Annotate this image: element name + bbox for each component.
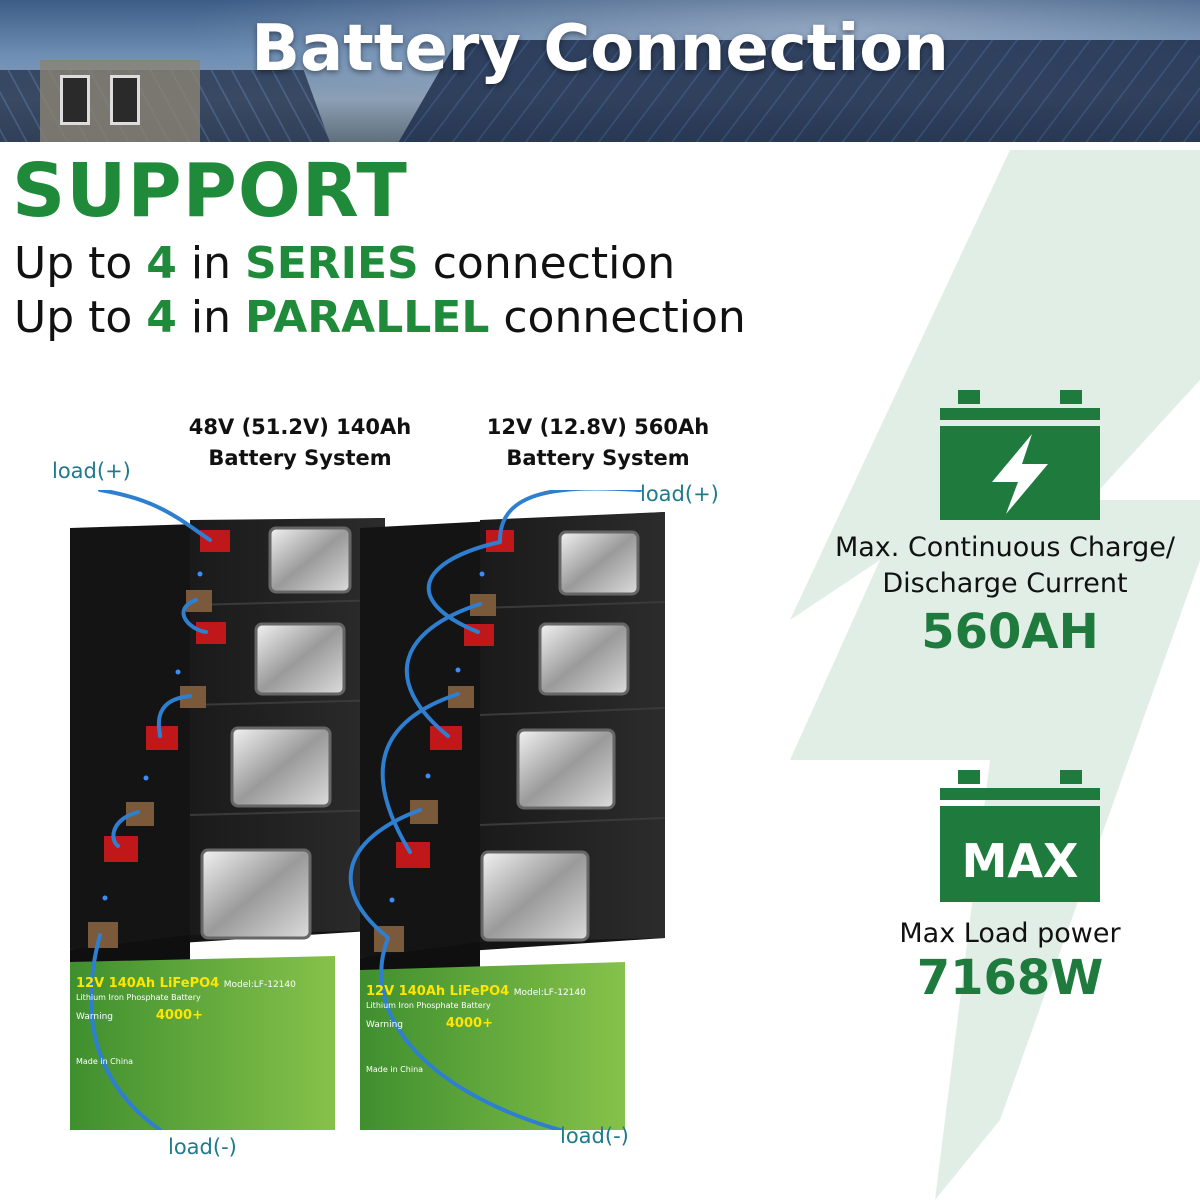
battery-title: 12V 140Ah LiFePO4 [76, 976, 220, 991]
parallel-support-line: Up to 4 in PARALLEL connection [14, 292, 746, 343]
battery-model: Model:LF-12140 [513, 988, 586, 998]
battery-subtitle: Lithium Iron Phosphate Battery [366, 1001, 491, 1010]
house-window [110, 75, 140, 125]
parallel-battery-label: 12V 140Ah LiFePO4 Model:LF-12140 Lithium… [366, 984, 626, 1074]
series-battery-label: 12V 140Ah LiFePO4 Model:LF-12140 Lithium… [76, 976, 336, 1066]
max-current-value: 560AH [921, 604, 1099, 660]
line-text: Up to [14, 238, 147, 289]
cycles-value: 4000+ [155, 1008, 203, 1023]
made-in-text: Made in China [366, 1065, 424, 1074]
series-load-positive-label: load(+) [52, 459, 131, 483]
battery-model: Model:LF-12140 [223, 980, 296, 990]
series-count: 4 [146, 238, 177, 289]
support-heading: SUPPORT [12, 148, 408, 234]
parallel-load-positive-label: load(+) [640, 482, 719, 506]
line-text: in [176, 292, 245, 343]
system-title: 48V (51.2V) 140Ah [188, 415, 412, 439]
header-banner: Battery Connection [0, 0, 1200, 142]
system-subtitle: Battery System [208, 446, 392, 470]
max-current-label: Max. Continuous Charge/ Discharge Curren… [800, 530, 1200, 602]
current-label-line: Discharge Current [882, 568, 1128, 599]
max-icon-text: MAX [961, 834, 1079, 888]
battery-lightning-icon [940, 390, 1100, 520]
made-in-text: Made in China [76, 1057, 134, 1066]
series-system-label: 48V (51.2V) 140Ah Battery System [170, 412, 430, 474]
line-text: connection [418, 238, 676, 289]
battery-title: 12V 140Ah LiFePO4 [366, 984, 510, 999]
battery-max-icon [940, 770, 1100, 902]
parallel-cables [348, 490, 642, 1130]
series-support-line: Up to 4 in SERIES connection [14, 238, 675, 289]
parallel-count: 4 [146, 292, 177, 343]
max-load-label: Max Load power [899, 918, 1121, 949]
series-load-negative-label: load(-) [168, 1135, 237, 1159]
page-title: Battery Connection [251, 12, 949, 86]
line-text: connection [489, 292, 746, 343]
system-subtitle: Battery System [506, 446, 690, 470]
cycles-value: 4000+ [445, 1016, 493, 1031]
series-battery-stack [70, 518, 386, 1130]
house-window [60, 75, 90, 125]
series-mode: SERIES [245, 238, 419, 289]
line-text: in [176, 238, 245, 289]
warning-text: Warning [76, 1012, 114, 1022]
parallel-load-negative-label: load(-) [560, 1124, 629, 1148]
system-title: 12V (12.8V) 560Ah [486, 415, 710, 439]
line-text: Up to [14, 292, 147, 343]
current-label-line: Max. Continuous Charge/ [834, 532, 1176, 563]
series-cables [88, 490, 212, 1130]
battery-subtitle: Lithium Iron Phosphate Battery [76, 993, 201, 1002]
parallel-system-label: 12V (12.8V) 560Ah Battery System [468, 412, 728, 474]
warning-text: Warning [366, 1020, 404, 1030]
max-load-value: 7168W [916, 950, 1104, 1006]
battery-stacks-illustration [70, 490, 666, 1130]
parallel-mode: PARALLEL [245, 292, 490, 343]
